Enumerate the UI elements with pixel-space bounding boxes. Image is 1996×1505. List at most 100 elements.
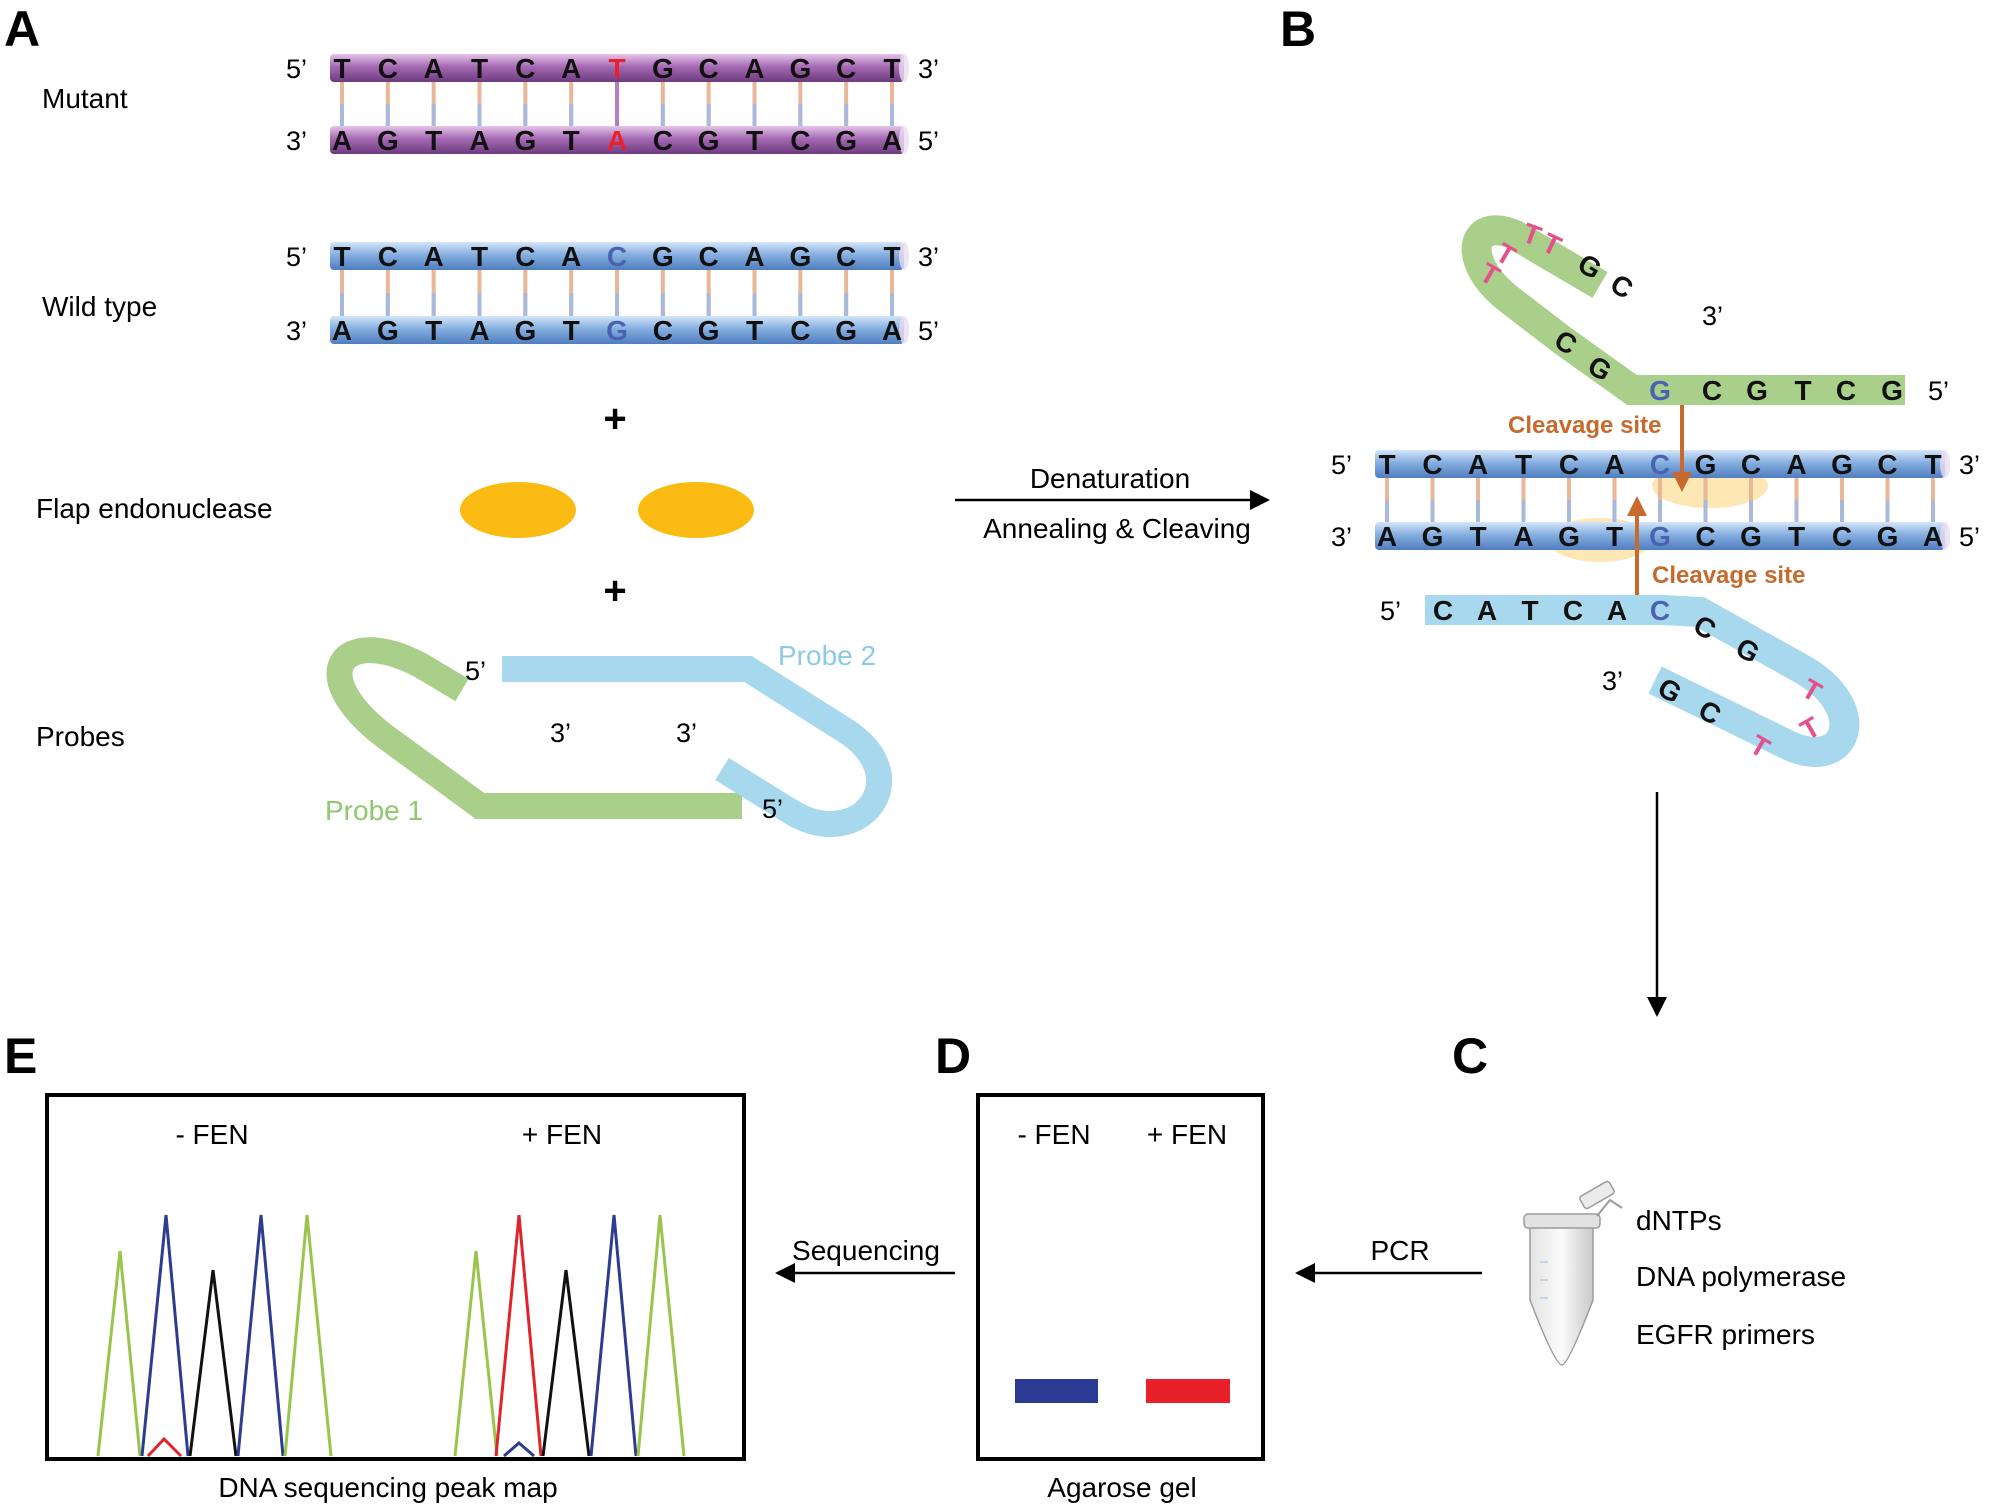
strand-end-cap xyxy=(899,242,909,270)
base-bottom: G xyxy=(835,315,857,346)
base-top: T xyxy=(608,53,625,84)
annealing-cleaving-label: Annealing & Cleaving xyxy=(983,513,1251,544)
base-bottom: A xyxy=(469,125,489,156)
base-bottom: A xyxy=(469,315,489,346)
strand-end-cap xyxy=(1940,522,1950,550)
base-top: C xyxy=(1877,449,1897,480)
three-prime-label: 3’ xyxy=(286,126,307,156)
peak-minus-fen: - FEN xyxy=(175,1119,248,1150)
base-top: T xyxy=(883,53,900,84)
probe-2-shape xyxy=(502,656,892,837)
base-bottom: G xyxy=(698,125,720,156)
probe-2-label: Probe 2 xyxy=(778,640,876,671)
panel-label-e: E xyxy=(4,1028,37,1084)
probe-base: T xyxy=(1794,375,1811,406)
base-bottom: T xyxy=(1606,521,1623,552)
base-bottom: A xyxy=(882,315,902,346)
base-top: A xyxy=(424,241,444,272)
probe-base: C xyxy=(1836,375,1856,406)
base-bottom: T xyxy=(746,125,763,156)
base-top: G xyxy=(652,53,674,84)
panel-d: - FEN + FEN Agarose gel xyxy=(976,1093,1265,1503)
base-bottom: T xyxy=(563,125,580,156)
agarose-gel-caption: Agarose gel xyxy=(1047,1472,1196,1503)
strand-end-cap xyxy=(899,54,909,82)
base-bottom: C xyxy=(653,125,673,156)
base-bottom: A xyxy=(332,125,352,156)
base-bottom: C xyxy=(1832,521,1852,552)
plus-sign-1: + xyxy=(603,397,626,441)
base-top: C xyxy=(1741,449,1761,480)
base-top: A xyxy=(1468,449,1488,480)
strand-bottom xyxy=(330,126,904,154)
top-probe-five-prime: 5’ xyxy=(1928,376,1949,406)
bottom-probe-five-prime: 5’ xyxy=(1380,596,1401,626)
base-top: A xyxy=(1786,449,1806,480)
arrow-denaturation: Denaturation Annealing & Cleaving xyxy=(955,463,1270,544)
five-prime-label: 5’ xyxy=(918,316,939,346)
base-bottom: T xyxy=(563,315,580,346)
peak-blue-1 xyxy=(140,1214,190,1457)
base-top: A xyxy=(561,53,581,84)
base-top: C xyxy=(378,53,398,84)
probe-1-shape xyxy=(326,637,742,819)
gel-minus-fen: - FEN xyxy=(1017,1119,1090,1150)
peak-map-frame xyxy=(45,1093,746,1461)
base-top: C xyxy=(699,241,719,272)
base-bottom: G xyxy=(1877,521,1899,552)
bottom-probe-backbone xyxy=(1648,595,1860,767)
base-bottom: A xyxy=(607,125,627,156)
gel-plus-fen: + FEN xyxy=(1147,1119,1227,1150)
bottom-probe-three-prime: 3’ xyxy=(1602,666,1623,696)
bottom-cleavage-label: Cleavage site xyxy=(1652,562,1805,589)
base-top: T xyxy=(1378,449,1395,480)
peaks-minus-fen xyxy=(96,1214,333,1458)
strand-end-cap xyxy=(899,126,909,154)
base-top: T xyxy=(333,53,350,84)
peak-green-3 xyxy=(453,1250,499,1457)
base-bottom: G xyxy=(698,315,720,346)
probe-2-three-prime: 3’ xyxy=(676,718,697,748)
peak-green-2 xyxy=(283,1214,333,1457)
probe-base: T xyxy=(1521,595,1538,626)
denaturation-label: Denaturation xyxy=(1030,463,1190,494)
five-prime-label: 5’ xyxy=(286,242,307,272)
peak-blue-3 xyxy=(589,1214,638,1457)
base-bottom: G xyxy=(514,125,536,156)
base-top: C xyxy=(515,53,535,84)
peak-green-4 xyxy=(636,1214,686,1457)
base-top: G xyxy=(1831,449,1853,480)
three-prime-label: 3’ xyxy=(918,242,939,272)
probe-base: A xyxy=(1607,595,1627,626)
flap-endonuclease-enzyme-1 xyxy=(460,482,576,538)
peak-green-1 xyxy=(96,1250,142,1457)
probe-base: C xyxy=(1702,375,1722,406)
base-top: G xyxy=(652,241,674,272)
base-top: G xyxy=(789,241,811,272)
pcr-label: PCR xyxy=(1370,1235,1429,1266)
base-bottom: G xyxy=(377,125,399,156)
three-prime-label: 3’ xyxy=(1959,450,1980,480)
base-top: C xyxy=(1650,449,1670,480)
base-top: A xyxy=(744,241,764,272)
base-bottom: G xyxy=(1422,521,1444,552)
sequencing-label: Sequencing xyxy=(792,1235,940,1266)
probe-1-five-prime: 5’ xyxy=(762,794,783,824)
panel-label-d: D xyxy=(935,1028,971,1084)
three-prime-label: 3’ xyxy=(918,54,939,84)
base-top: T xyxy=(333,241,350,272)
peak-red-1 xyxy=(494,1214,543,1457)
peak-blue-minor-1 xyxy=(503,1441,535,1458)
three-prime-label: 3’ xyxy=(1331,522,1352,552)
mutant-label: Mutant xyxy=(42,83,128,114)
five-prime-label: 5’ xyxy=(1331,450,1352,480)
base-top: C xyxy=(1422,449,1442,480)
base-top: C xyxy=(378,241,398,272)
base-bottom: A xyxy=(1513,521,1533,552)
top-probe-three-prime: 3’ xyxy=(1702,301,1723,331)
panel-a: Mutant Wild type Flap endonuclease Probe… xyxy=(36,53,939,837)
flap-endonuclease-enzyme-2 xyxy=(638,482,754,538)
base-top: T xyxy=(1515,449,1532,480)
peak-blue-2 xyxy=(236,1214,285,1457)
